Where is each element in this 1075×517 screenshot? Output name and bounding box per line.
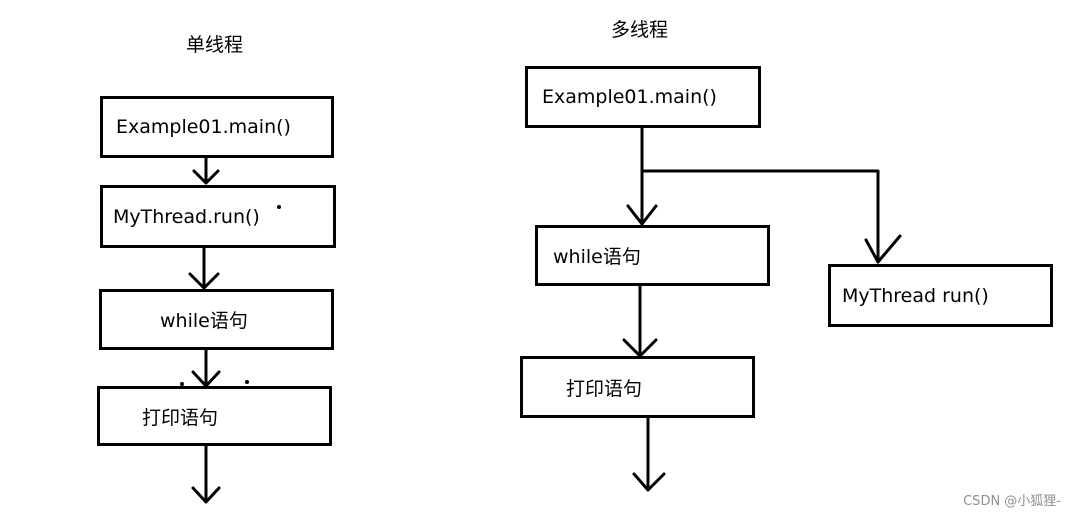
- right-box-main: Example01.main(): [525, 66, 761, 128]
- arrow-print-out-r: [632, 415, 666, 492]
- left-box-while: while语句: [99, 289, 334, 350]
- watermark: CSDN @小狐狸-: [963, 494, 1061, 509]
- right-box-print: 打印语句: [520, 356, 755, 418]
- left-box-print-label: 打印语句: [142, 406, 219, 429]
- left-box-main: Example01.main(): [100, 96, 334, 158]
- single-thread-title: 单线程: [186, 34, 244, 56]
- right-box-mythread-run-label: MyThread run(): [842, 284, 989, 307]
- left-box-while-label: while语句: [160, 310, 248, 332]
- left-box-run-label: MyThread.run(): [113, 205, 260, 228]
- branch-arrowhead: [864, 234, 902, 264]
- multi-thread-title: 多线程: [611, 19, 669, 41]
- right-box-print-label: 打印语句: [566, 377, 643, 400]
- stray-dot: [180, 382, 184, 386]
- arrow-run-to-while: [188, 245, 220, 290]
- stray-dot: [277, 205, 281, 209]
- right-box-while-label: while语句: [553, 246, 641, 268]
- arrow-while-to-print: [191, 343, 221, 388]
- branch-line: [642, 169, 880, 264]
- arrow-print-out: [191, 444, 221, 504]
- left-box-print: 打印语句: [97, 386, 332, 446]
- right-box-mythread-run: MyThread run(): [828, 264, 1053, 327]
- left-box-run: MyThread.run(): [100, 185, 336, 248]
- right-box-while: while语句: [535, 225, 770, 286]
- arrow-while-to-print-r: [622, 283, 658, 358]
- arrow-main-to-run: [192, 155, 220, 185]
- stray-dot: [245, 380, 249, 384]
- right-box-main-label: Example01.main(): [542, 86, 717, 108]
- arrow-main-to-while: [626, 126, 658, 226]
- left-box-main-label: Example01.main(): [116, 116, 291, 138]
